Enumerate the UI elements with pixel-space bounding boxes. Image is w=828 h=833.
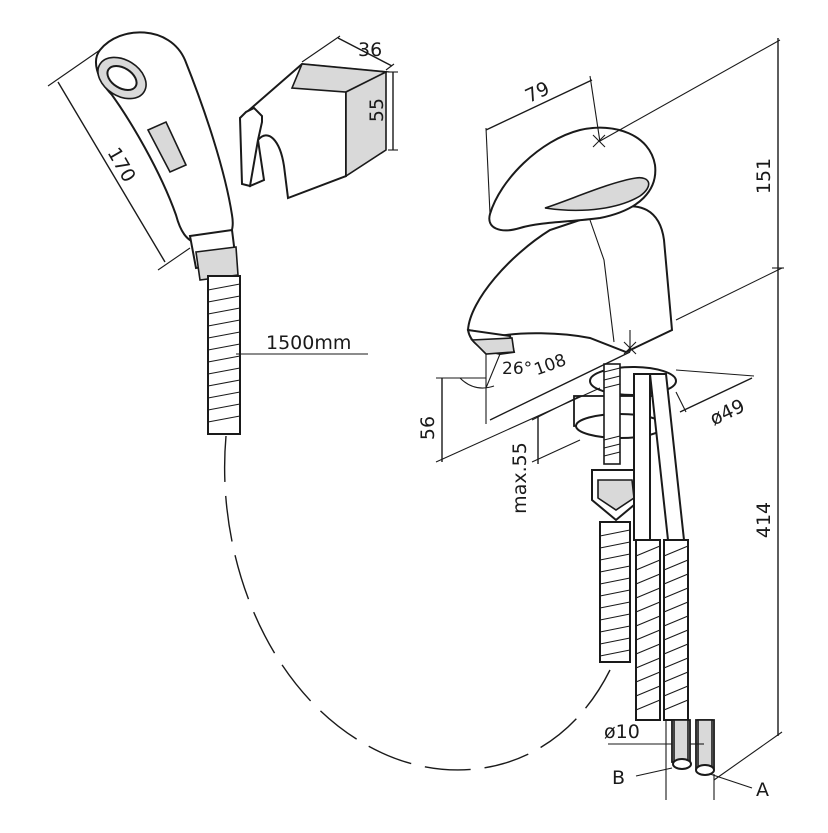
shower-hose: [207, 275, 611, 771]
spout-height-label: 56: [417, 416, 439, 440]
spout-reach-label: 108: [532, 350, 569, 380]
connection-b-callout: B: [612, 767, 673, 789]
dimension-spout: 26° 108: [459, 330, 637, 424]
dimension-diameter-49: ø49: [675, 369, 755, 430]
handshower-length-label: 170: [103, 144, 140, 186]
pipe-diameter-label: ø10: [604, 721, 640, 743]
holder-width-label: 36: [358, 39, 382, 61]
dimension-56: 56: [417, 377, 601, 463]
dimension-height: 151 414: [599, 38, 784, 781]
holder-height-label: 55: [366, 98, 388, 122]
hose-length-callout: 1500mm: [236, 332, 368, 355]
dimension-36: 36: [301, 35, 395, 71]
wall-holder: [238, 62, 390, 200]
max-thickness-label: max.55: [509, 442, 531, 514]
height-upper-label: 151: [753, 158, 775, 194]
lever-length-label: 79: [522, 77, 553, 107]
dimension-diameter-10: ø10: [604, 721, 704, 745]
dimension-max55: max.55: [509, 395, 581, 514]
hand-shower: [95, 31, 239, 281]
base-diameter-label: ø49: [707, 395, 749, 430]
supply-pipes: [633, 373, 715, 800]
connection-a-callout: A: [709, 773, 769, 801]
connection-a-label: A: [756, 779, 769, 801]
spout-angle-label: 26°: [502, 359, 532, 379]
faucet: [466, 126, 674, 356]
connection-b-label: B: [612, 767, 625, 789]
height-lower-label: 414: [753, 502, 775, 538]
dimension-55-holder: 55: [366, 71, 398, 151]
hose-length-label: 1500mm: [266, 332, 351, 354]
